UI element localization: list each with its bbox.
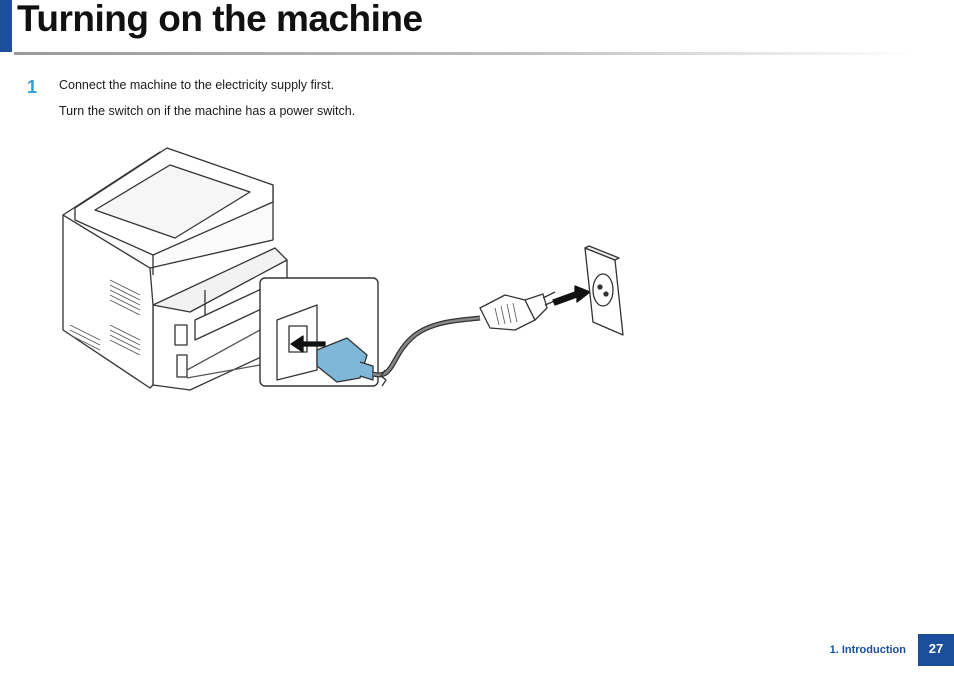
title-accent-bar bbox=[0, 0, 12, 52]
step-text-connect: Connect the machine to the electricity s… bbox=[59, 78, 335, 92]
power-connection-illustration bbox=[62, 147, 624, 391]
step-number: 1 bbox=[27, 77, 38, 97]
step-text-switch: Turn the switch on if the machine has a … bbox=[59, 104, 356, 118]
power-connector-icon bbox=[316, 337, 374, 383]
title-divider bbox=[14, 52, 914, 55]
wall-outlet-icon bbox=[584, 245, 624, 336]
power-plug-icon bbox=[479, 291, 558, 331]
page-title: Turning on the machine bbox=[17, 0, 423, 39]
footer-section-label: 1. Introduction bbox=[829, 644, 906, 656]
page-number: 27 bbox=[918, 634, 954, 666]
printer-icon bbox=[62, 147, 288, 391]
